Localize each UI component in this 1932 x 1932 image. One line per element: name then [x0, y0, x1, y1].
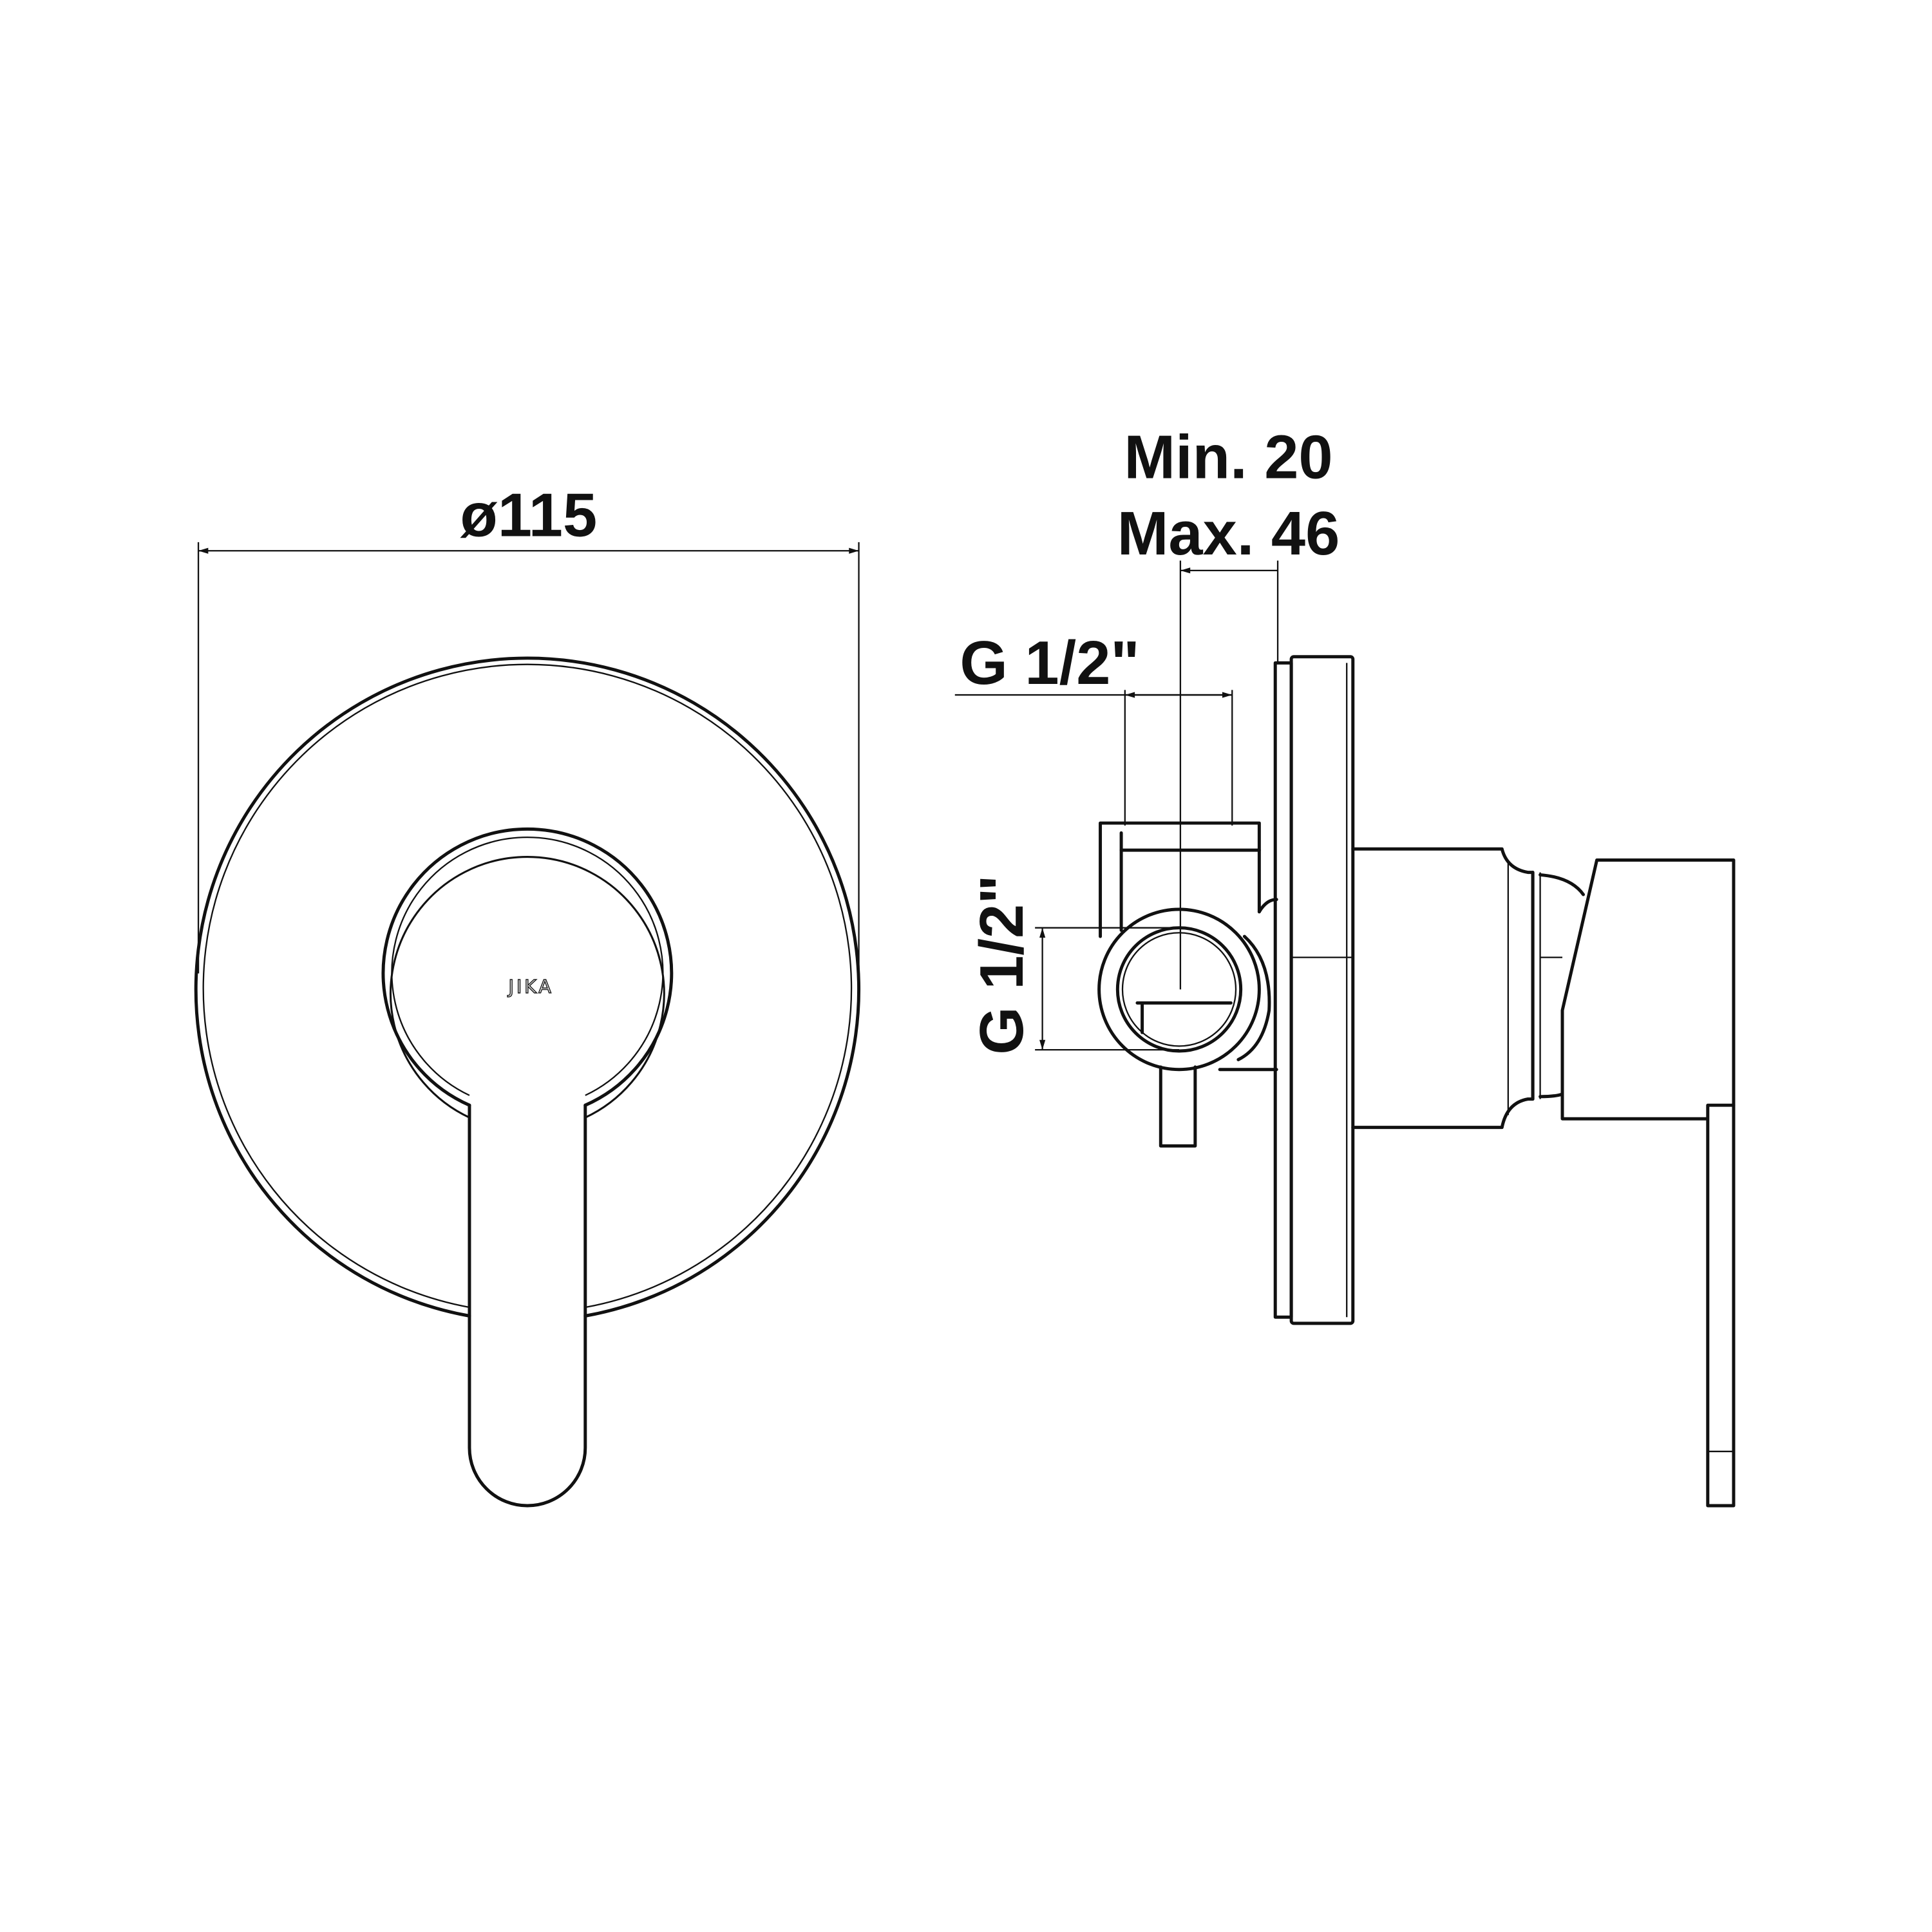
handle-lever	[468, 1103, 587, 1508]
side-handle	[1560, 858, 1736, 1508]
cover-plate	[194, 656, 861, 1318]
thread-top-dimension: G 1/2"	[954, 629, 1233, 826]
handle-hub	[381, 827, 674, 1119]
diameter-dimension: ø115	[197, 480, 860, 974]
jika-logo: JIKA	[507, 976, 554, 998]
depth-min-label: Min. 20	[1124, 422, 1332, 491]
thread-side-label: G 1/2"	[967, 875, 1036, 1054]
thread-side-dimension: G 1/2"	[967, 875, 1179, 1055]
wall-plate	[1273, 655, 1355, 1325]
depth-dimension: Min. 20 Max. 46	[1117, 422, 1340, 990]
depth-max-label: Max. 46	[1117, 499, 1340, 568]
front-view: ø115 JIKA	[194, 480, 861, 1508]
diameter-label: ø115	[460, 480, 597, 549]
valve-body	[1097, 821, 1278, 1148]
cartridge-body	[1351, 847, 1586, 1130]
thread-top-label: G 1/2"	[960, 629, 1139, 697]
side-view: Min. 20 Max. 46 G 1/2" G 1/2"	[954, 422, 1736, 1508]
